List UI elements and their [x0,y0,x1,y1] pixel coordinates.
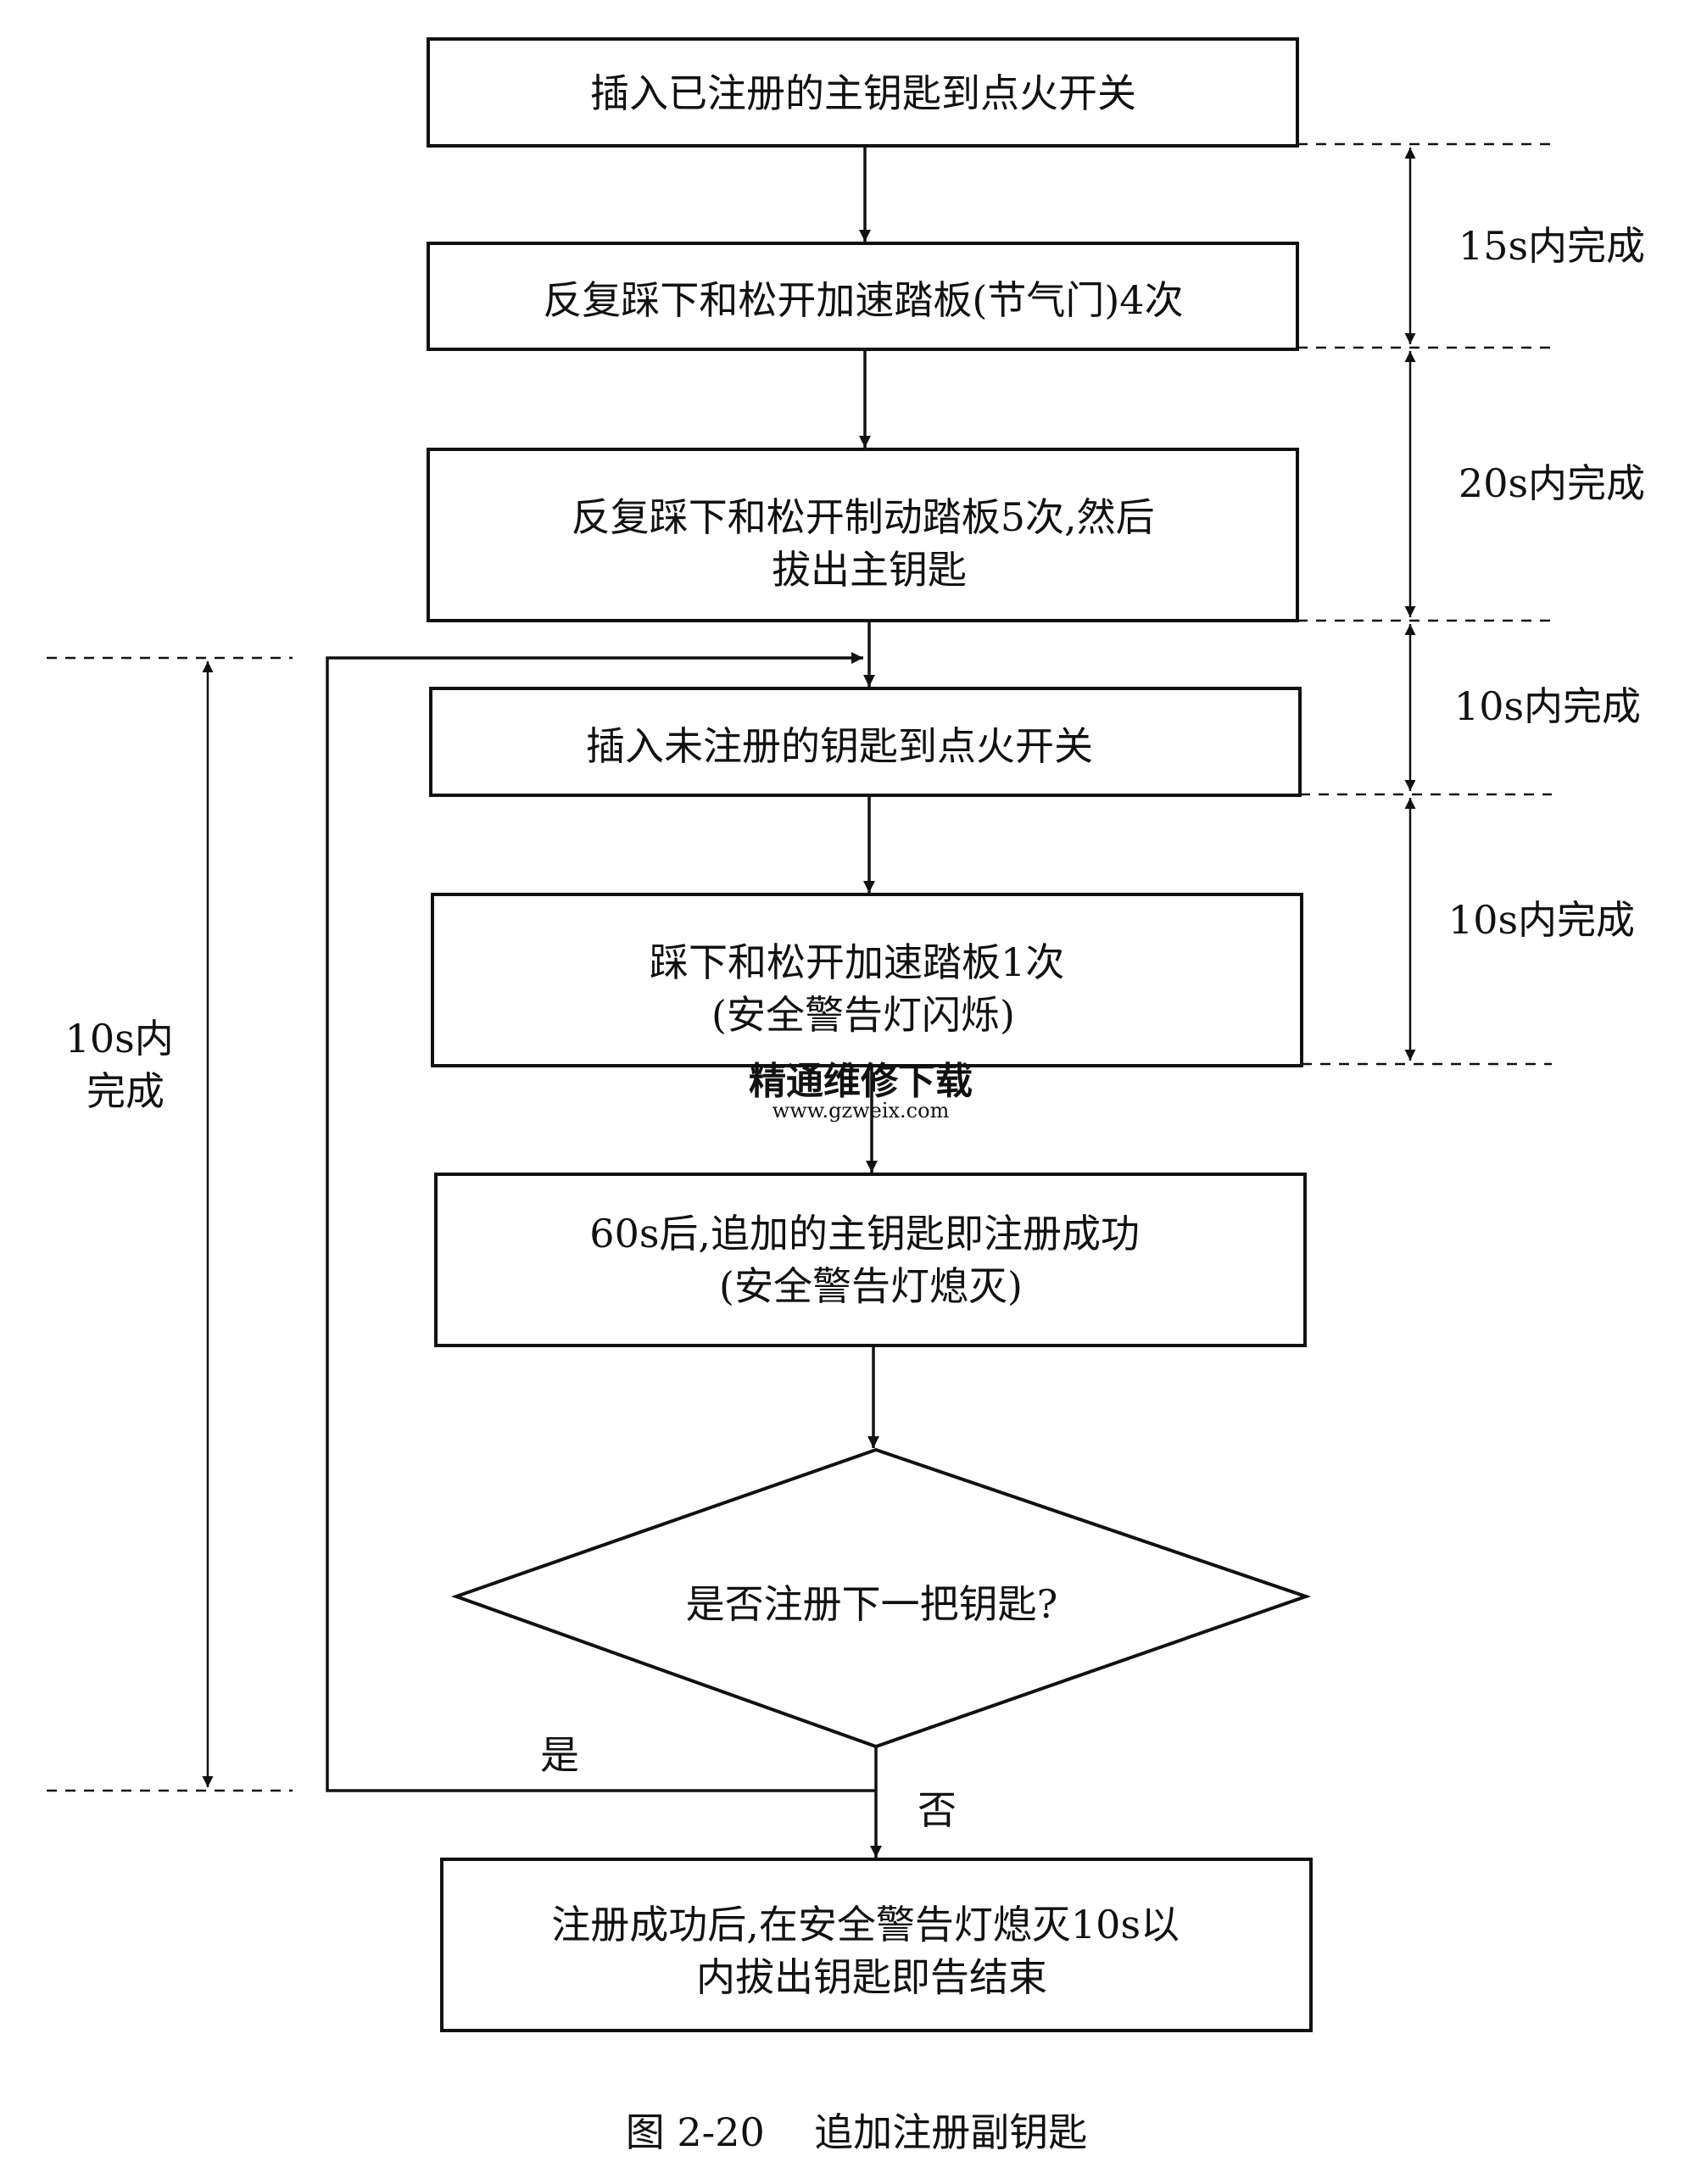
step2-box [427,242,1299,351]
step5-box [431,893,1303,1067]
step7-text: 注册成功后,在安全警告灯熄灭10s以 内拔出钥匙即告结束 [551,1902,1191,2000]
timing-label-15s: 15s内完成 [1459,223,1645,269]
watermark-url: www.gzweix.com [772,1099,950,1123]
step6-box [434,1173,1307,1347]
step1-box [427,37,1299,148]
step5-text: 踩下和松开加速踏板1次 (安全警告灯闪烁) [650,939,1077,1038]
timing-label-10s-b: 10s内完成 [1448,897,1635,943]
step7-box [440,1858,1313,2032]
edge-label-yes: 是 [540,1732,579,1778]
step3-box [427,448,1299,622]
timing-label-left: 10s内 完成 [65,1016,187,1114]
step3-text: 反复踩下和松开制动踏板5次,然后 拔出主钥匙 [572,494,1168,593]
step2-text: 反复踩下和松开加速踏板(节气门)4次 [543,277,1183,323]
step4-box [429,687,1302,797]
step1-text: 插入已注册的主钥匙到点火开关 [590,70,1136,116]
step4-text: 插入未注册的钥匙到点火开关 [586,723,1093,769]
timing-label-10s-a: 10s内完成 [1454,683,1641,729]
decision-text: 是否注册下一把钥匙? [686,1581,1058,1627]
edge-label-no: 否 [918,1787,957,1833]
figure-caption: 图 2-20 追加注册副钥匙 [626,2109,1087,2155]
edge-decision-loop-back [326,652,876,1792]
step6-text: 60s后,追加的主钥匙即注册成功 (安全警告灯熄灭) [589,1211,1152,1309]
watermark-title: 精通维修下载 [749,1060,973,1103]
timing-label-20s: 20s内完成 [1459,460,1645,506]
